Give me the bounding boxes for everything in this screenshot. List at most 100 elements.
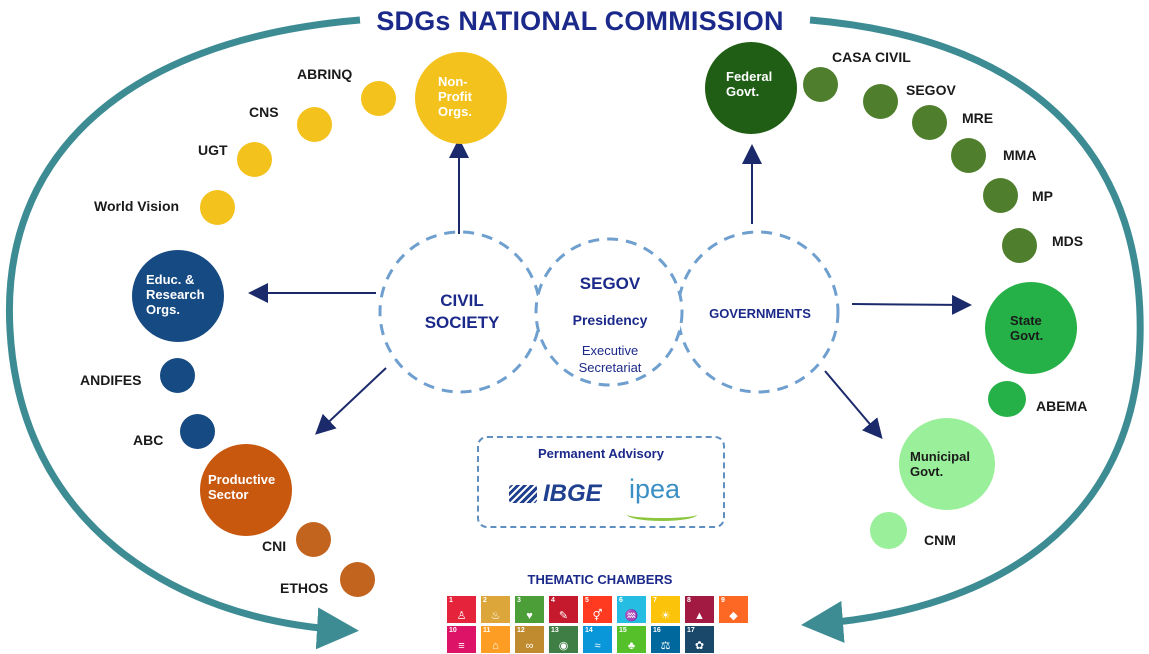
sdg-tile-number: 4 (551, 597, 555, 604)
cns-dot (297, 107, 332, 142)
sdg-tile-number: 5 (585, 597, 589, 604)
mp-label: MP (1032, 188, 1053, 204)
sdg-tile-number: 9 (721, 597, 725, 604)
sdg-tile-4: 4✎ (549, 596, 578, 623)
governments-label: GOVERNMENTS (709, 306, 811, 321)
andifes-label: ANDIFES (80, 372, 142, 388)
sdg-tile-16: 16⚖ (651, 626, 680, 653)
sdg-tile-number: 12 (517, 627, 525, 634)
ipea-logo: ipea (629, 474, 681, 504)
nonprofit-label: Non-Profit Orgs. (438, 73, 472, 119)
abema-label: ABEMA (1036, 398, 1088, 414)
sdg-tile-12: 12∞ (515, 626, 544, 653)
segov-gov-label: SEGOV (906, 82, 956, 98)
sdg-tile-3: 3♥ (515, 596, 544, 623)
segov-label: SEGOV (579, 274, 641, 293)
sdg-tile-15: 15♣ (617, 626, 646, 653)
mre-label: MRE (962, 110, 994, 126)
thematic-chambers-title: THEMATIC CHAMBERS (527, 572, 673, 587)
mds-dot (1002, 228, 1037, 263)
abema-dot (988, 381, 1026, 417)
sdg-tile-2: 2♨ (481, 596, 510, 623)
sdg-goal-icon: ◆ (729, 610, 738, 622)
sdg-tile-13: 13 ◉ (549, 626, 578, 653)
abrinq-label: ABRINQ (297, 66, 353, 82)
sdg-tile-number: 6 (619, 597, 623, 604)
sdg-tile-number: 3 (517, 597, 521, 604)
sdg-tile-8: 8▲ (685, 596, 714, 623)
sdg-tile-10: 10≡ (447, 626, 476, 653)
sdg-goal-icon: ♨ (490, 610, 501, 622)
cnm-dot (870, 512, 907, 549)
presidency-label: Presidency (572, 312, 648, 328)
mma-label: MMA (1003, 147, 1037, 163)
sdg-tile-11: 11⌂ (481, 626, 510, 653)
cns-label: CNS (249, 104, 279, 120)
mp-dot (983, 178, 1018, 213)
productive-node (200, 444, 292, 536)
diagram-title: SDGs NATIONAL COMMISSION (376, 6, 784, 36)
sdg-goal-icon: ♙ (456, 610, 467, 622)
abc-label: ABC (133, 432, 164, 448)
ugt-dot (237, 142, 272, 177)
ipea-swoosh-icon (627, 508, 697, 521)
casa-civil-label: CASA CIVIL (832, 49, 911, 65)
sdg-goal-icon: ♥ (526, 610, 533, 622)
sdg-goal-icon: ≈ (594, 640, 601, 652)
mds-label: MDS (1052, 233, 1084, 249)
ibge-mark-icon (509, 485, 537, 503)
sdg-goal-icon: ⌂ (492, 640, 499, 652)
educ-label: Educ. & Research Orgs. (146, 271, 205, 317)
andifes-dot (160, 358, 195, 393)
sdg-tile-number: 13 (551, 627, 559, 634)
arrow-to-productive (315, 367, 387, 435)
state-node (985, 282, 1077, 374)
civil-society-label: CIVIL SOCIETY (424, 291, 500, 332)
sdg-goal-icon: ∞ (525, 640, 534, 652)
sdg-tile-number: 15 (619, 627, 627, 634)
mma-dot (951, 138, 986, 173)
ibge-text: IBGE (543, 480, 602, 507)
sdg-tile-6: 6♒ (617, 596, 646, 623)
cni-dot (296, 522, 331, 557)
federal-label: Federal Govt. (726, 69, 773, 99)
permanent-advisory-box: Permanent Advisory IBGE ipea (477, 436, 725, 528)
arrow-to-state (851, 294, 972, 315)
segov-ring (534, 237, 684, 387)
sdg-tile-1: 1♙ (447, 596, 476, 623)
ugt-label: UGT (198, 142, 228, 158)
sdg-goal-icon: ♒ (624, 610, 639, 622)
sdg-tile-number: 8 (687, 597, 691, 604)
sdg-tile-17: 17✿ (685, 626, 714, 653)
ibge-logo: IBGE (509, 480, 602, 508)
sdg-tile-14: 14≈ (583, 626, 612, 653)
world-vision-dot (200, 190, 235, 225)
segov-dot (863, 84, 898, 119)
municipal-label: Municipal Govt. (910, 449, 970, 479)
sdg-tile-number: 2 (483, 597, 487, 604)
sdg-goal-icon: ≡ (458, 640, 465, 652)
abrinq-dot (361, 81, 396, 116)
sdg-goal-icon: ⚖ (660, 640, 671, 652)
educ-node (132, 250, 224, 342)
federal-node (705, 42, 797, 134)
sdg-goal-icon: ☀ (660, 610, 671, 622)
sdg-tile-number: 10 (449, 627, 457, 634)
cni-label: CNI (262, 538, 287, 554)
abc-dot (180, 414, 215, 449)
sdg-tile-5: 5⚥ (583, 596, 612, 623)
cnm-label: CNM (924, 532, 956, 548)
sdg-tile-7: 7☀ (651, 596, 680, 623)
right-cycle-arrow (801, 16, 1144, 643)
ethos-dot (340, 562, 375, 597)
sdg-goal-icon: ✿ (694, 640, 705, 652)
sdg-goal-icon: ◉ (558, 640, 569, 652)
productive-label: Productive Sector (208, 472, 276, 502)
left-cycle-arrow (5, 16, 361, 650)
sdg-tile-number: 14 (585, 627, 593, 634)
sdg-goal-icon: ⚥ (592, 610, 603, 622)
state-label: State Govt. (1010, 313, 1044, 343)
mre-dot (912, 105, 947, 140)
